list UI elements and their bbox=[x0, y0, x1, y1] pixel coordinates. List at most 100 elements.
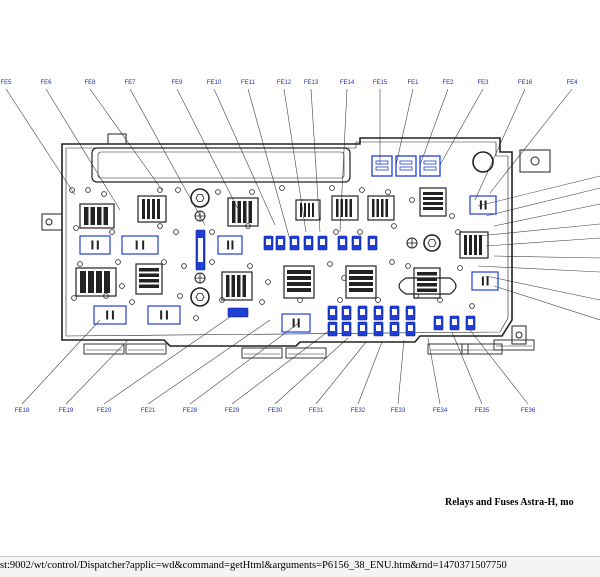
relay-5-slot-0 bbox=[372, 199, 375, 217]
fuse-low-b-5 bbox=[405, 321, 416, 337]
leader-top-5 bbox=[213, 88, 276, 226]
fuse-low-b-2-window bbox=[360, 325, 365, 331]
fuse-cluster-1 bbox=[395, 155, 417, 177]
bottom-clip-6 bbox=[493, 339, 535, 351]
hole-30 bbox=[327, 261, 333, 267]
fuse-maxi-2-pin-b bbox=[231, 240, 234, 250]
relay-13 bbox=[75, 267, 117, 297]
leader-right-2 bbox=[493, 203, 600, 227]
hole-36 bbox=[103, 293, 109, 299]
relay-4-slot-3 bbox=[349, 199, 352, 217]
hole-1 bbox=[85, 187, 91, 193]
fuse-mid-3 bbox=[303, 235, 314, 251]
relay-7 bbox=[459, 231, 489, 259]
hole-41 bbox=[297, 297, 303, 303]
leader-right-3 bbox=[477, 223, 600, 237]
hole-6 bbox=[249, 189, 255, 195]
hole-46 bbox=[469, 303, 475, 309]
fuse-low-b-4 bbox=[389, 321, 400, 337]
top-label-fe14: FE14 bbox=[340, 80, 355, 86]
relay-6-slot-3 bbox=[423, 207, 443, 210]
bottom-label-fe29: FE29 bbox=[225, 408, 240, 414]
bottom-clip-5 bbox=[461, 343, 503, 355]
relay-12-body bbox=[413, 267, 441, 299]
fuse-maxi-1 bbox=[121, 235, 159, 255]
fuse-low-a-0 bbox=[327, 305, 338, 321]
fuse-mid-2 bbox=[289, 235, 300, 251]
bottom-label-fe33: FE33 bbox=[391, 408, 406, 414]
relay-8-slot-3 bbox=[139, 284, 159, 288]
fuse-maxi-7-pin-a bbox=[292, 318, 295, 328]
leader-bottom-4 bbox=[189, 321, 301, 405]
leader-bottom-11 bbox=[451, 331, 483, 405]
fuse-low-b-5-window bbox=[408, 325, 413, 331]
relay-2-slot-0 bbox=[232, 201, 236, 223]
relay-10-slot-3 bbox=[287, 288, 311, 292]
relay-13-body bbox=[75, 267, 117, 297]
relay-9-body bbox=[221, 271, 253, 301]
relay-11-slot-2 bbox=[349, 282, 373, 286]
bottom-label-fe30: FE30 bbox=[268, 408, 283, 414]
fuse-maxi-7 bbox=[281, 313, 311, 333]
hole-47 bbox=[193, 315, 199, 321]
fuse-maxi-4 bbox=[471, 271, 499, 291]
relay-4-slot-0 bbox=[336, 199, 339, 217]
fuse-maxi-6-pin-b bbox=[165, 310, 168, 320]
relay-6-body bbox=[419, 187, 447, 217]
fuse-cluster-1-bar-b bbox=[399, 166, 413, 171]
hole-0 bbox=[69, 187, 75, 193]
board-inner-edge bbox=[65, 141, 509, 337]
top-label-fe8: FE8 bbox=[84, 80, 96, 86]
bottom-label-fe32: FE32 bbox=[351, 408, 366, 414]
fuse-low-b-1-window bbox=[344, 325, 349, 331]
fuse-maxi-1-pin-b bbox=[142, 240, 145, 250]
fuse-maxi-0-pin-a bbox=[91, 240, 94, 250]
top-label-fe1: FE1 bbox=[407, 80, 419, 86]
leader-bottom-7 bbox=[315, 341, 367, 405]
fuse-low-a-0-window bbox=[330, 309, 335, 315]
fuse-maxi-2 bbox=[217, 235, 243, 255]
fuse-mid-2-window bbox=[292, 239, 297, 245]
relay-11 bbox=[345, 265, 377, 299]
fuse-maxi-6 bbox=[147, 305, 181, 325]
relay-2 bbox=[227, 197, 259, 227]
hole-21 bbox=[449, 213, 455, 219]
hole-3 bbox=[157, 187, 163, 193]
relay-8-slot-0 bbox=[139, 268, 159, 272]
top-label-fe13: FE13 bbox=[304, 80, 319, 86]
fuse-right-2-window bbox=[468, 319, 473, 325]
relay-4-slot-2 bbox=[345, 199, 348, 217]
fuse-maxi-5-body bbox=[93, 305, 127, 325]
fuse-mid-4 bbox=[317, 235, 328, 251]
fuse-small-horizontal bbox=[227, 307, 249, 318]
relay-9-slot-2 bbox=[237, 275, 241, 297]
relay-13-slot-2 bbox=[96, 271, 102, 293]
top-label-fe10: FE10 bbox=[207, 80, 222, 86]
leader-bottom-2 bbox=[103, 309, 241, 405]
relay-9-slot-3 bbox=[242, 275, 246, 297]
leader-bottom-5 bbox=[231, 329, 331, 405]
relay-9 bbox=[221, 271, 253, 301]
fuse-low-b-0 bbox=[327, 321, 338, 337]
fuse-low-b-0-window bbox=[330, 325, 335, 331]
fuse-low-a-3-window bbox=[376, 309, 381, 315]
relay-13-slot-3 bbox=[104, 271, 110, 293]
fuse-right-2 bbox=[465, 315, 476, 331]
relay-1-slot-3 bbox=[157, 199, 160, 219]
leader-bottom-3 bbox=[147, 319, 271, 405]
status-url: st:9002/wt/control/Dispatcher?applic=wd&… bbox=[0, 560, 507, 571]
fuse-low-a-1 bbox=[341, 305, 352, 321]
relay-12-slot-3 bbox=[417, 288, 437, 292]
fuse-low-a-2 bbox=[357, 305, 368, 321]
fuse-maxi-4-pin-b bbox=[486, 276, 489, 286]
fuse-maxi-5-pin-b bbox=[111, 310, 114, 320]
fuse-mid-1-window bbox=[278, 239, 283, 245]
hole-23 bbox=[77, 261, 83, 267]
top-label-fe4: FE4 bbox=[566, 80, 578, 86]
hole-25 bbox=[161, 259, 167, 265]
relay-8-slot-1 bbox=[139, 273, 159, 277]
mount-hole-left bbox=[45, 218, 53, 226]
bottom-clip-3 bbox=[285, 347, 327, 359]
